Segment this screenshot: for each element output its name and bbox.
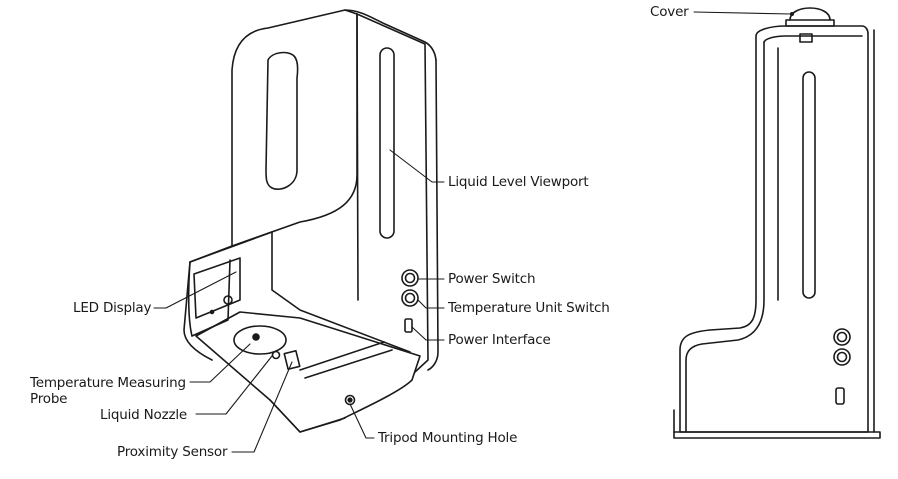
side-power-switch [833, 328, 851, 346]
recess-step [183, 245, 233, 361]
proximity-sensor-window [283, 349, 301, 371]
side-base [673, 431, 881, 439]
label-temperature-probe-line2: Probe [30, 391, 68, 407]
power-switch-inner [404, 272, 416, 284]
device-side-view [673, 7, 881, 439]
sensor-head-front [187, 259, 231, 337]
side-power-switch-inner [836, 331, 848, 343]
leader-nozzle [195, 355, 273, 415]
bottom-plate [195, 311, 421, 433]
led-indicator [223, 295, 233, 305]
led-display-panel [193, 257, 241, 319]
leader-liquid-level [389, 149, 445, 183]
power-switch-button [401, 269, 419, 287]
temp-unit-switch-inner [404, 292, 416, 304]
tripod-hole-inner [347, 397, 353, 403]
cover-stem [799, 33, 813, 43]
label-power-switch: Power Switch [448, 271, 536, 287]
recess-back [189, 231, 273, 263]
side-body-inner [763, 35, 863, 43]
bottom-plate-lower-edge [269, 399, 346, 433]
leader-power-interface [411, 326, 445, 341]
temp-unit-switch-button [401, 289, 419, 307]
leader-lines-left [153, 149, 445, 453]
label-liquid-nozzle: Liquid Nozzle [100, 407, 187, 423]
bottom-ridge-2 [304, 349, 393, 379]
nozzle-hole [271, 350, 281, 360]
label-temperature-unit-switch: Temperature Unit Switch [448, 300, 610, 316]
body-top-edge [344, 9, 437, 61]
body-left-face [231, 9, 358, 247]
side-temp-switch [833, 348, 851, 366]
cover-dome [789, 7, 831, 21]
probe-hole [252, 333, 260, 341]
side-viewport-slot [802, 71, 816, 299]
leader-temp-unit [417, 299, 445, 309]
led-dot [209, 309, 215, 315]
label-liquid-level-viewport: Liquid Level Viewport [448, 174, 589, 190]
leader-probe [189, 343, 251, 383]
leader-lines-right [693, 11, 795, 17]
leader-cover [693, 11, 793, 15]
side-slot [265, 51, 299, 190]
power-interface-port [404, 318, 413, 333]
body-inner-edge [356, 13, 359, 301]
side-body-front-inner [685, 41, 765, 433]
leader-cover-dot [789, 11, 795, 17]
label-tripod-mounting-hole: Tripod Mounting Hole [378, 430, 518, 446]
side-body-outline [679, 25, 869, 433]
recess-inner [271, 231, 411, 353]
label-proximity-sensor: Proximity Sensor [117, 444, 228, 460]
probe-lens [233, 325, 287, 355]
leader-proximity [231, 361, 293, 453]
label-power-interface: Power Interface [448, 332, 551, 348]
leader-led-display [153, 271, 237, 309]
label-temperature-probe-line1: Temperature Measuring [30, 375, 186, 391]
label-led-display: LED Display [73, 300, 152, 316]
label-temperature-measuring-probe: Temperature Measuring Probe [30, 375, 200, 407]
label-cover: Cover [650, 4, 689, 20]
bottom-ridge-1 [299, 341, 385, 371]
body-right-face [356, 13, 429, 373]
body-right-edge [427, 59, 439, 371]
side-power-interface [835, 387, 845, 405]
side-temp-switch-inner [836, 351, 848, 363]
cover-cap [785, 19, 835, 27]
leader-tripod [349, 403, 375, 439]
liquid-viewport-window [379, 47, 395, 239]
device-perspective-view [183, 9, 439, 433]
